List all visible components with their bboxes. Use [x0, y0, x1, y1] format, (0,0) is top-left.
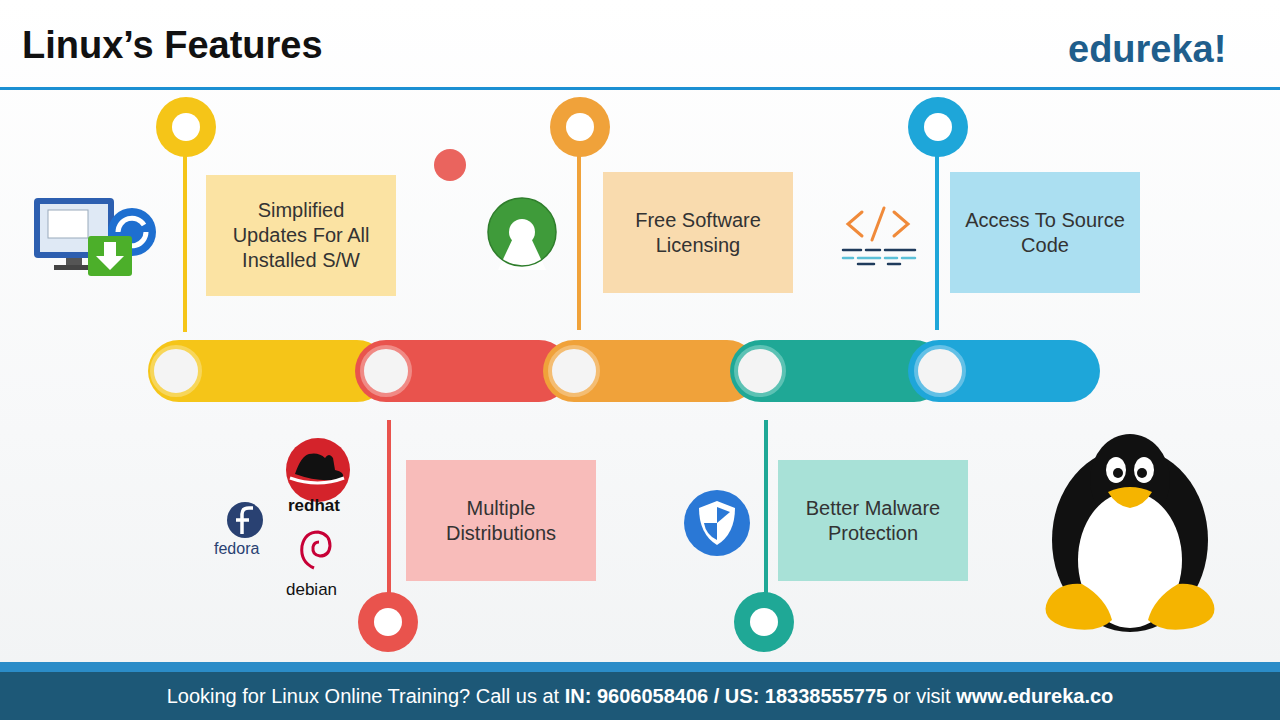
stem-rings [156, 97, 968, 652]
fedora-logo [227, 502, 263, 538]
pointer-dot [434, 149, 466, 181]
brand-logo: edureka! [1068, 28, 1226, 71]
footer-bar [0, 672, 1280, 720]
footer-part: or visit [893, 685, 951, 708]
update-icon [34, 198, 156, 276]
feature-box: Better Malware Protection [778, 460, 968, 581]
footer-part: IN: 9606058406 / US: 18338555775 [565, 685, 887, 708]
footer-text: Looking for Linux Online Training? Call … [0, 672, 1280, 720]
feature-text: Free Software Licensing [615, 208, 781, 258]
code-icon [843, 208, 915, 264]
logo-text: redhat [288, 496, 340, 516]
header-rule [0, 87, 1280, 90]
open-source-icon [488, 198, 556, 270]
feature-text: Simplified Updates For All Installed S/W [218, 198, 384, 273]
tux-penguin [1046, 434, 1215, 632]
feature-box: Access To Source Code [950, 172, 1140, 293]
footer-part: Looking for Linux Online Training? Call … [167, 685, 559, 708]
feature-text: Better Malware Protection [790, 496, 956, 546]
feature-text: Multiple Distributions [418, 496, 584, 546]
feature-box: Free Software Licensing [603, 172, 793, 293]
feature-box: Multiple Distributions [406, 460, 596, 581]
footer-part: www.edureka.co [956, 685, 1113, 708]
logo-text: fedora [214, 540, 259, 558]
feature-box: Simplified Updates For All Installed S/W [206, 175, 396, 296]
debian-logo [302, 532, 330, 568]
redhat-logo [286, 438, 350, 502]
slide-title: Linux’s Features [22, 24, 323, 67]
timeline-bar [148, 340, 1100, 402]
feature-text: Access To Source Code [962, 208, 1128, 258]
timeline-circles [152, 347, 964, 395]
shield-icon [684, 490, 750, 556]
footer-strip [0, 662, 1280, 672]
logo-text: debian [286, 580, 337, 600]
